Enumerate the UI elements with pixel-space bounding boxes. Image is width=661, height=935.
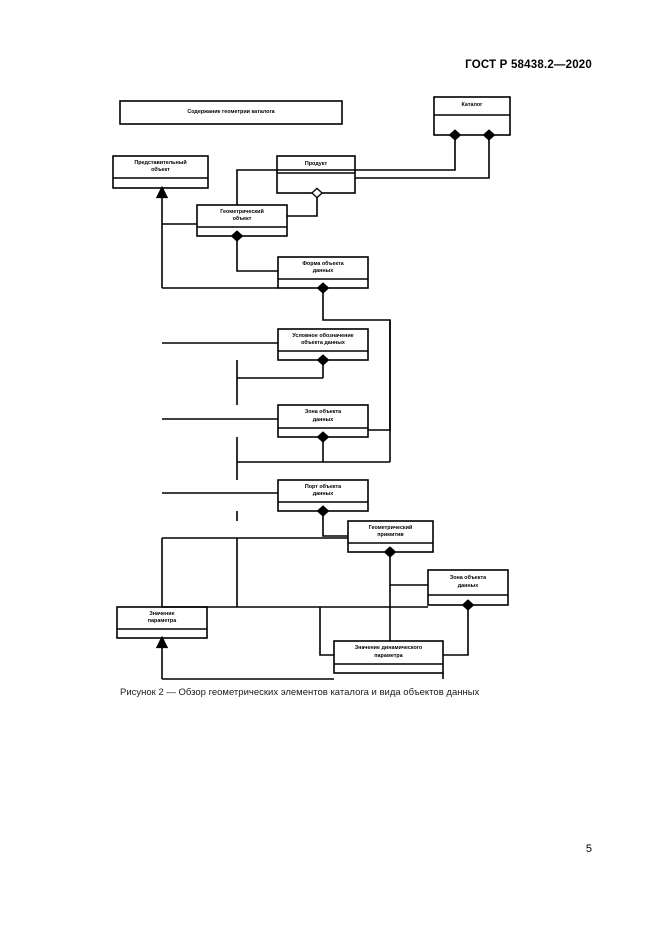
box-data-object-symbol [277,328,369,361]
figure-caption: Рисунок 2 — Обзор геометрических элемент… [120,687,480,698]
connector-dyn-axis-left [319,607,334,656]
box-representative-object [112,155,209,189]
connector-geometric-object-shape [237,236,278,272]
box-data-object-zone-1 [277,404,369,438]
connector-product-geometric-object [287,193,317,217]
diagram-connectors [162,135,489,680]
box-geometric-primitive [347,520,434,553]
connector-catalog-geometric-object [236,135,455,205]
diagram-boxes [112,96,511,674]
box-product [276,155,356,194]
box-data-object-zone-2 [427,569,509,606]
box-catalog [433,96,511,136]
connector-primitive-down [390,552,428,586]
box-catalog-geometry-content [119,100,343,125]
box-data-object-port [277,479,369,512]
box-geometric-object [196,204,288,237]
box-dynamic-parameter-value [333,640,444,674]
page-number: 5 [585,843,592,855]
standard-header: ГОСТ Р 58438.2—2020 [465,59,592,71]
box-parameter-value [116,606,208,639]
connector-zone2-down [443,605,468,656]
connector-catalog-product [355,135,489,179]
connector-port-down [323,511,348,537]
box-data-object-shape [277,256,369,289]
